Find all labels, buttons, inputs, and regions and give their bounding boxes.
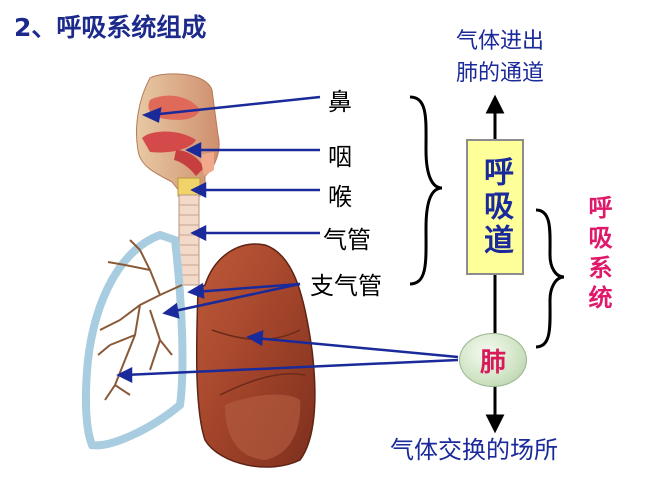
airway-brace [409,95,443,286]
page-title: 2、呼吸系统组成 [14,13,207,42]
label-bronchi: 支气管 [310,272,382,300]
airway-function-note: 气体进出肺的通道 [455,29,544,86]
lung-function-note: 气体交换的场所 [390,436,558,464]
airway-box: 呼吸道 [466,139,524,275]
label-nose: 鼻 [328,88,352,116]
label-trachea: 气管 [323,226,371,254]
lung-label: 肺 [479,347,506,378]
right-lung-drawing [195,243,316,468]
label-larynx: 喉 [328,183,352,211]
left-lung-bronchial-tree [81,230,187,450]
lung-oval: 肺 [459,333,527,387]
respiratory-system-label: 呼吸系统 [584,195,612,315]
pointer-lines [116,95,459,384]
vertical-arrows [485,94,505,434]
head-section [136,73,220,197]
system-brace [535,208,565,349]
airway-label: 呼吸道 [478,156,513,258]
label-pharynx: 咽 [328,143,352,171]
